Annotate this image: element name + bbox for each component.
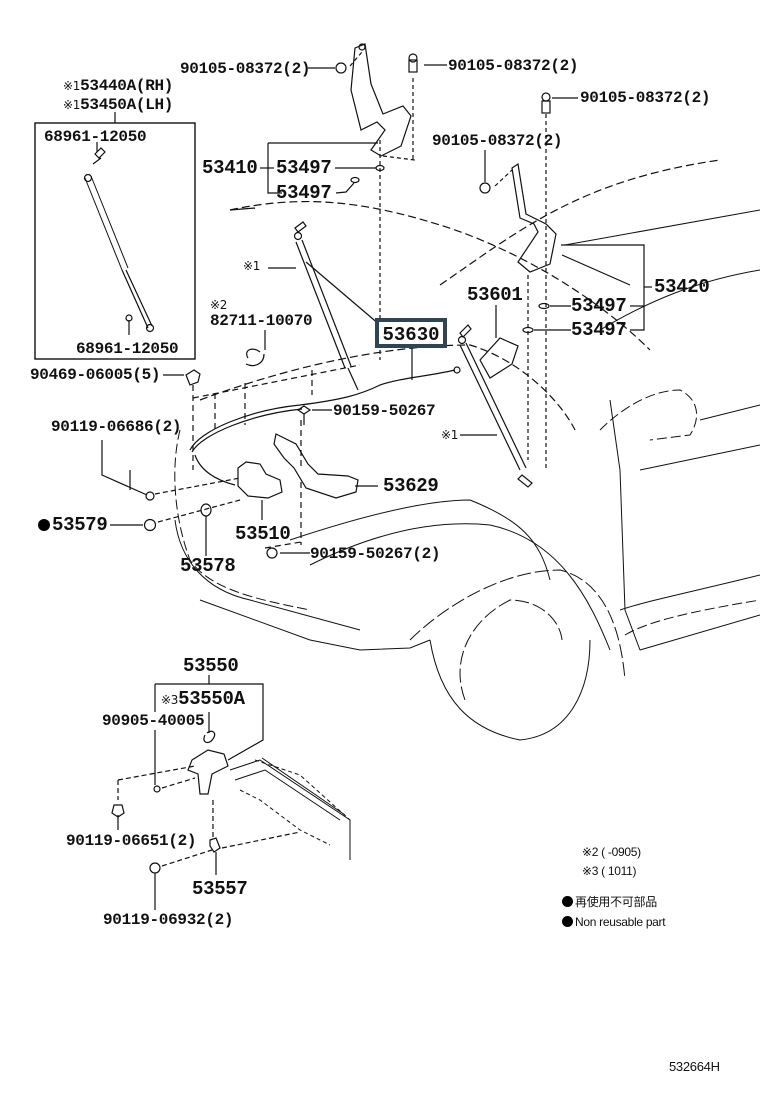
part-label-53450a[interactable]: 53450A(LH): [80, 96, 174, 114]
hood-latch-53510-icon: [237, 461, 283, 520]
vehicle-body-outline: [174, 209, 760, 741]
part-label-90105-08372-a[interactable]: 90105-08372(2): [180, 60, 311, 78]
strut-note-mark-right: ※1: [441, 428, 459, 442]
note-mark-3: ※3: [161, 693, 179, 707]
part-label-53550a[interactable]: 53550A: [178, 688, 245, 710]
part-label-53578[interactable]: 53578: [180, 555, 236, 577]
hood-lock-striker-icon: [187, 749, 229, 795]
part-label-90119-06932[interactable]: 90119-06932(2): [103, 911, 234, 929]
hood-hinge-right-icon: [494, 162, 557, 273]
legend-non-reusable-en: Non reusable part: [575, 915, 666, 929]
part-label-82711-10070[interactable]: 82711-10070: [210, 312, 313, 330]
release-cable-icon: [189, 366, 461, 486]
part-label-53629[interactable]: 53629: [383, 475, 439, 497]
part-label-53557[interactable]: 53557: [192, 878, 248, 900]
gas-strut-inset-box: [34, 122, 196, 360]
part-label-53420[interactable]: 53420: [654, 276, 710, 298]
part-label-90105-08372-b[interactable]: 90105-08372(2): [448, 57, 579, 75]
radiator-support-icon: [229, 757, 351, 860]
hood-lock-53601-icon: [479, 305, 519, 379]
part-label-53550[interactable]: 53550: [183, 655, 239, 677]
part-label-53510[interactable]: 53510: [235, 523, 291, 545]
part-label-90159-50267-2[interactable]: 90159-50267(2): [310, 545, 441, 563]
hood-support-strut-right-icon: [457, 324, 533, 488]
part-label-90119-06686[interactable]: 90119-06686(2): [51, 418, 182, 436]
part-label-68961-12050-top[interactable]: 68961-12050: [44, 128, 147, 146]
part-label-53497-a[interactable]: 53497: [276, 157, 332, 179]
release-lever-53629-icon: [273, 433, 359, 499]
part-label-53601[interactable]: 53601: [467, 284, 523, 306]
note-mark-1: ※1: [63, 79, 81, 93]
gas-strut-inset-icon: [83, 142, 155, 335]
part-label-90119-06651[interactable]: 90119-06651(2): [66, 832, 197, 850]
part-label-53630[interactable]: 53630: [382, 324, 440, 346]
part-label-68961-12050-bottom[interactable]: 68961-12050: [76, 340, 179, 358]
legend-note-3: ※3 ( 1011): [582, 864, 637, 878]
hood-support-strut-left-icon: [293, 221, 359, 391]
strut-note-mark-left: ※1: [243, 259, 261, 273]
note-mark-2: ※2: [210, 298, 228, 312]
part-label-53440a[interactable]: 53440A(RH): [80, 77, 174, 95]
part-label-90105-08372-c[interactable]: 90105-08372(2): [580, 89, 711, 107]
part-label-53497-c[interactable]: 53497: [571, 295, 627, 317]
hood-hinge-left-icon: [349, 43, 416, 161]
part-label-90159-50267[interactable]: 90159-50267: [333, 402, 436, 420]
part-label-53497-b[interactable]: 53497: [276, 182, 332, 204]
non-reusable-dot-icon-jp: [562, 896, 573, 907]
part-label-53410[interactable]: 53410: [202, 157, 258, 179]
part-label-53497-d[interactable]: 53497: [571, 319, 627, 341]
non-reusable-dot-icon-en: [562, 916, 573, 927]
part-label-90469-06005[interactable]: 90469-06005(5): [30, 366, 161, 384]
figure-id: 532664H: [669, 1059, 720, 1074]
part-label-53579[interactable]: 53579: [52, 514, 108, 536]
non-reusable-dot-icon: [38, 519, 50, 531]
legend-note-2: ※2 ( -0905): [582, 845, 641, 859]
note-mark-1-b: ※1: [63, 98, 81, 112]
part-label-90905-40005[interactable]: 90905-40005: [102, 712, 205, 730]
legend-non-reusable-jp: 再使用不可部品: [575, 895, 657, 909]
part-label-90105-08372-d[interactable]: 90105-08372(2): [432, 132, 563, 150]
highlighted-part-53630[interactable]: 53630: [375, 318, 447, 348]
